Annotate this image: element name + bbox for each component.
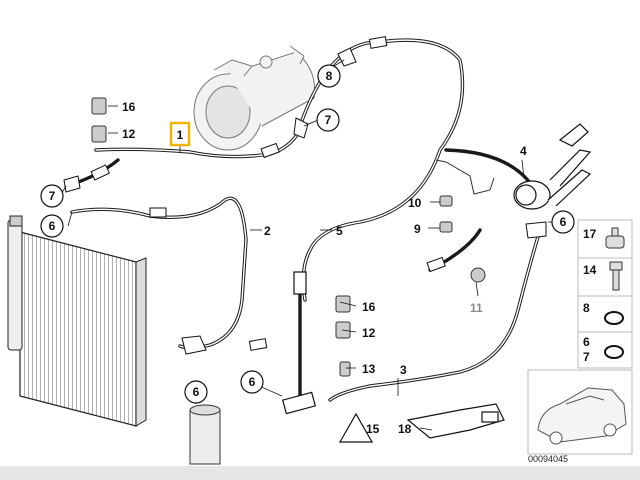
callout-18: 18 <box>398 422 412 436</box>
diagram-number: 00094045 <box>528 454 568 464</box>
part-10 <box>439 195 453 207</box>
parts-legend: 17 14 8 6 7 <box>577 219 633 369</box>
legend-label-6: 6 <box>583 335 590 349</box>
part-11 <box>470 267 486 283</box>
callout-7a: 7 <box>325 113 332 127</box>
callout-7b: 7 <box>49 189 56 203</box>
vehicle-thumbnail <box>527 369 633 455</box>
small-parts <box>91 97 495 377</box>
part-9 <box>439 221 453 233</box>
callout-1: 1 <box>177 128 184 142</box>
callout-10: 10 <box>408 196 422 210</box>
legend-label-17: 17 <box>583 227 597 241</box>
legend-label-7: 7 <box>583 350 590 364</box>
callout-6c: 6 <box>193 385 200 399</box>
callout-2: 2 <box>264 224 271 238</box>
highlight-box <box>169 121 191 147</box>
callout-circles <box>40 64 575 404</box>
legend-label-14: 14 <box>583 263 597 277</box>
damper-icon <box>605 227 625 249</box>
callouts: 1 2 3 4 5 6 6 6 6 7 7 8 9 10 11 12 12 13… <box>49 69 567 436</box>
callout-13: 13 <box>362 362 376 376</box>
callout-16a: 16 <box>122 100 136 114</box>
callout-5: 5 <box>336 224 343 238</box>
compressor <box>193 45 316 151</box>
expansion-valve <box>513 123 592 210</box>
diagram-canvas: 1 2 3 4 5 6 6 6 6 7 7 8 9 10 11 12 12 13… <box>7 36 633 465</box>
valve-13 <box>339 361 351 377</box>
callout-15: 15 <box>366 422 380 436</box>
valve-12-top <box>91 125 107 143</box>
callout-6b: 6 <box>560 215 567 229</box>
bolt-icon <box>609 261 623 291</box>
callout-8: 8 <box>326 69 333 83</box>
callout-3: 3 <box>400 363 407 377</box>
fittings <box>63 36 547 355</box>
o-ring-icon <box>604 311 624 359</box>
receiver-drier <box>189 404 221 465</box>
footer-bar <box>0 466 640 480</box>
cap-16-top <box>91 97 107 115</box>
cap-16-bottom <box>335 295 351 313</box>
callout-6d: 6 <box>249 375 256 389</box>
callout-9: 9 <box>414 222 421 236</box>
callout-12b: 12 <box>362 326 376 340</box>
callout-4: 4 <box>520 144 527 158</box>
callout-6a: 6 <box>49 219 56 233</box>
callout-11: 11 <box>470 301 483 315</box>
callout-16b: 16 <box>362 300 376 314</box>
callout-12a: 12 <box>122 127 136 141</box>
condenser <box>7 215 147 427</box>
legend-label-8: 8 <box>583 301 590 315</box>
parts-diagram: 1 2 3 4 5 6 6 6 6 7 7 8 9 10 11 12 12 13… <box>7 36 633 465</box>
service-valve-tee <box>281 271 505 443</box>
